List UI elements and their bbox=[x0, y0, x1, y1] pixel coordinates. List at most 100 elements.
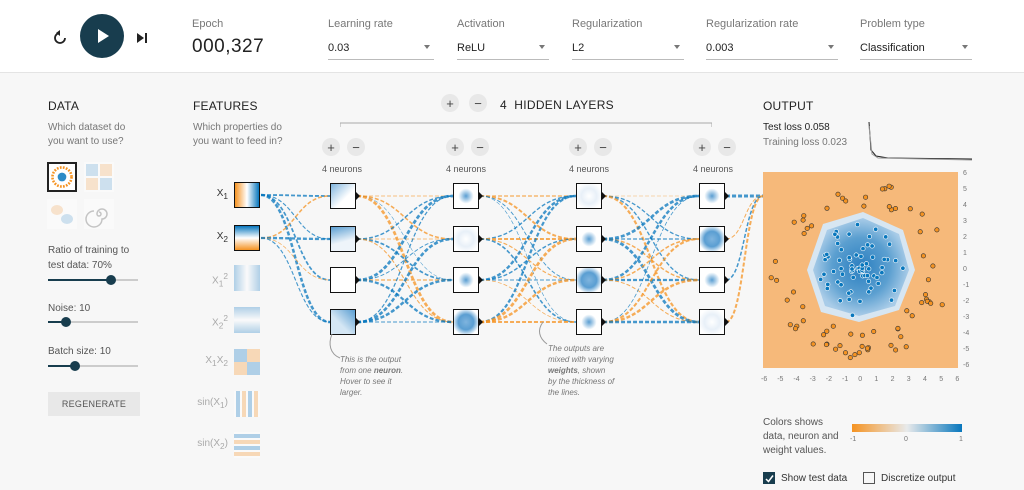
data-point-orange bbox=[800, 217, 806, 223]
dataset-xor[interactable] bbox=[84, 162, 114, 192]
layer-3-remove-neuron-button[interactable]: − bbox=[594, 138, 612, 156]
data-point-blue bbox=[874, 275, 880, 281]
weight-link[interactable] bbox=[479, 195, 577, 323]
weight-link[interactable] bbox=[602, 194, 700, 241]
feature-x1[interactable] bbox=[234, 182, 260, 208]
remove-layer-button[interactable]: − bbox=[469, 94, 487, 112]
discretize-output-toggle[interactable]: Discretize output bbox=[863, 472, 955, 484]
activation-select[interactable]: ReLU bbox=[457, 38, 549, 60]
neuron-l1-n3[interactable] bbox=[330, 267, 360, 293]
weight-link[interactable] bbox=[602, 279, 700, 323]
weight-link[interactable] bbox=[725, 195, 764, 281]
neuron-l3-n4[interactable] bbox=[576, 309, 606, 335]
weight-link[interactable] bbox=[479, 195, 577, 240]
learning-rate-select[interactable]: 0.03 bbox=[328, 38, 434, 60]
neuron-l4-n1[interactable] bbox=[699, 183, 729, 209]
weight-link[interactable] bbox=[479, 238, 577, 281]
dataset-circle[interactable] bbox=[47, 162, 77, 192]
feature-x2[interactable] bbox=[234, 225, 260, 251]
slider-thumb[interactable] bbox=[106, 275, 116, 285]
neuron-l1-n1[interactable] bbox=[330, 183, 360, 209]
weight-link[interactable] bbox=[356, 194, 454, 324]
feature-x2-squared[interactable] bbox=[234, 307, 260, 333]
weight-link[interactable] bbox=[602, 278, 700, 324]
weight-link[interactable] bbox=[479, 237, 577, 324]
neuron-l4-n3[interactable] bbox=[699, 267, 729, 293]
add-layer-button[interactable]: + bbox=[441, 94, 459, 112]
weight-link[interactable] bbox=[479, 279, 577, 323]
layer-1-remove-neuron-button[interactable]: − bbox=[347, 138, 365, 156]
layer-2-remove-neuron-button[interactable]: − bbox=[471, 138, 489, 156]
show-test-data-toggle[interactable]: Show test data bbox=[763, 472, 847, 484]
layer-4-remove-neuron-button[interactable]: − bbox=[718, 138, 736, 156]
regularization-rate-label: Regularization rate bbox=[706, 18, 799, 30]
weight-link[interactable] bbox=[602, 237, 700, 324]
weight-link[interactable] bbox=[356, 195, 454, 240]
layer-4-add-neuron-button[interactable]: + bbox=[693, 138, 711, 156]
weight-link[interactable] bbox=[725, 195, 764, 323]
batch-size-slider[interactable] bbox=[48, 360, 138, 372]
problem-type-select[interactable]: Classification bbox=[860, 38, 972, 60]
dataset-spiral[interactable] bbox=[84, 199, 114, 229]
output-heatmap[interactable] bbox=[763, 172, 958, 368]
reset-button[interactable] bbox=[48, 26, 72, 50]
neuron-l4-n4[interactable] bbox=[699, 309, 729, 335]
layer-1-add-neuron-button[interactable]: + bbox=[322, 138, 340, 156]
neuron-l1-n2[interactable] bbox=[330, 226, 360, 252]
weight-link[interactable] bbox=[479, 194, 577, 324]
weight-link[interactable] bbox=[260, 237, 331, 281]
play-button[interactable] bbox=[80, 14, 124, 58]
weight-link[interactable] bbox=[260, 194, 331, 281]
weight-link[interactable] bbox=[602, 194, 700, 324]
weight-link[interactable] bbox=[260, 193, 331, 324]
regularization-rate-select[interactable]: 0.003 bbox=[706, 38, 838, 60]
neuron-l2-n3[interactable] bbox=[453, 267, 483, 293]
weight-link[interactable] bbox=[260, 236, 331, 241]
y-tick-label: -5 bbox=[963, 346, 970, 353]
neuron-l4-n2[interactable] bbox=[699, 226, 729, 252]
neuron-l3-n1[interactable] bbox=[576, 183, 606, 209]
slider-thumb[interactable] bbox=[70, 361, 80, 371]
weight-link[interactable] bbox=[260, 194, 331, 197]
neuron-l2-n2[interactable] bbox=[453, 226, 483, 252]
checkbox-checked[interactable] bbox=[763, 472, 775, 484]
weight-link[interactable] bbox=[479, 278, 577, 324]
weight-link[interactable] bbox=[356, 195, 454, 323]
weight-link[interactable] bbox=[260, 195, 331, 239]
neuron-l3-n3[interactable] bbox=[576, 267, 606, 293]
neuron-l2-n1[interactable] bbox=[453, 183, 483, 209]
dataset-gaussian[interactable] bbox=[47, 199, 77, 229]
weight-link[interactable] bbox=[356, 238, 454, 281]
checkbox-unchecked[interactable] bbox=[863, 472, 875, 484]
ratio-slider[interactable] bbox=[48, 274, 138, 286]
data-point-orange bbox=[909, 313, 915, 319]
weight-link[interactable] bbox=[602, 238, 700, 281]
step-button[interactable] bbox=[130, 26, 154, 50]
slider-thumb[interactable] bbox=[61, 317, 71, 327]
neuron-l2-n4[interactable] bbox=[453, 309, 483, 335]
feature-sin-x1[interactable] bbox=[234, 391, 260, 417]
weight-link[interactable] bbox=[602, 195, 700, 323]
weight-link[interactable] bbox=[479, 238, 577, 281]
weight-link[interactable] bbox=[356, 238, 454, 281]
weight-link[interactable] bbox=[356, 237, 454, 324]
weight-link[interactable] bbox=[356, 194, 454, 282]
weight-link[interactable] bbox=[602, 194, 700, 282]
data-point-orange bbox=[930, 263, 936, 269]
regularization-select[interactable]: L2 bbox=[572, 38, 684, 60]
noise-slider[interactable] bbox=[48, 316, 138, 328]
feature-x1x2[interactable] bbox=[234, 349, 260, 375]
weight-link[interactable] bbox=[260, 237, 331, 323]
weight-link[interactable] bbox=[356, 278, 454, 324]
feature-x1-squared[interactable] bbox=[234, 265, 260, 291]
regenerate-button[interactable]: REGENERATE bbox=[48, 392, 140, 416]
neuron-l3-n2[interactable] bbox=[576, 226, 606, 252]
weight-link[interactable] bbox=[479, 194, 577, 282]
weight-link[interactable] bbox=[725, 195, 764, 240]
data-point-blue bbox=[855, 222, 861, 228]
layer-2-add-neuron-button[interactable]: + bbox=[446, 138, 464, 156]
feature-sin-x2[interactable] bbox=[234, 432, 260, 458]
layer-3-add-neuron-button[interactable]: + bbox=[569, 138, 587, 156]
weight-link[interactable] bbox=[356, 278, 454, 324]
neuron-l1-n4[interactable] bbox=[330, 309, 360, 335]
